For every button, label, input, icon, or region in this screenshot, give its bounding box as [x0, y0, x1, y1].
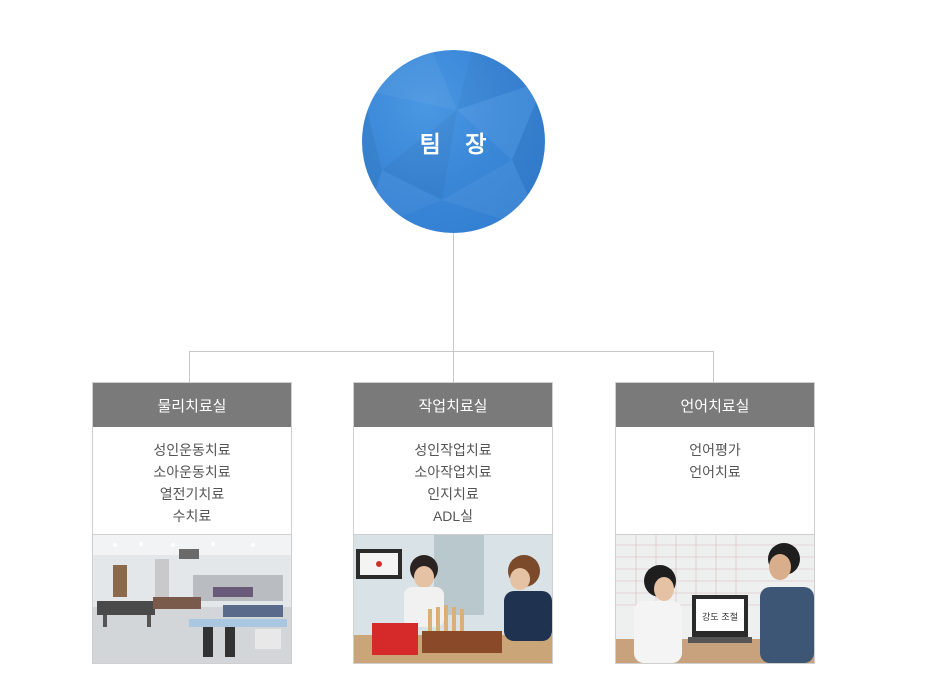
dept-item-list: 언어평가 언어치료	[616, 427, 814, 536]
dept-header: 작업치료실	[354, 383, 552, 427]
connector-right-down	[713, 351, 714, 382]
dept-item: ADL실	[432, 508, 474, 524]
dept-item: 언어평가	[689, 442, 741, 458]
team-leader-node: 팀 장	[362, 50, 545, 233]
dept-physical-therapy: 물리치료실 성인운동치료 소아운동치료 열전기치료 수치료	[92, 382, 292, 664]
connector-middle-down	[453, 351, 454, 382]
dept-item: 성인작업치료	[414, 442, 492, 458]
connector-horizontal	[189, 351, 714, 352]
dept-item: 인지치료	[427, 486, 479, 502]
dept-item: 열전기치료	[159, 486, 225, 502]
dept-header: 물리치료실	[93, 383, 291, 427]
team-leader-label: 팀 장	[419, 130, 496, 157]
dept-item: 언어치료	[689, 464, 741, 480]
speech-therapy-room-photo: 강도 조절	[616, 534, 814, 663]
dept-item-list: 성인작업치료 소아작업치료 인지치료 ADL실	[354, 427, 552, 536]
dept-item: 소아작업치료	[414, 464, 492, 480]
dept-header: 언어치료실	[616, 383, 814, 427]
connector-root-down	[453, 233, 454, 351]
occupational-therapy-room-photo	[354, 534, 552, 663]
dept-occupational-therapy: 작업치료실 성인작업치료 소아작업치료 인지치료 ADL실	[353, 382, 553, 664]
facet-pattern	[362, 50, 545, 233]
dept-speech-therapy: 언어치료실 언어평가 언어치료 강도 조절	[615, 382, 815, 664]
dept-item: 성인운동치료	[153, 442, 231, 458]
monitor-screen-text: 강도 조절	[702, 611, 738, 623]
dept-item: 수치료	[172, 508, 212, 524]
dept-item-list: 성인운동치료 소아운동치료 열전기치료 수치료	[93, 427, 291, 536]
dept-item: 소아운동치료	[153, 464, 231, 480]
connector-left-down	[189, 351, 190, 382]
physical-therapy-room-photo	[93, 534, 291, 663]
